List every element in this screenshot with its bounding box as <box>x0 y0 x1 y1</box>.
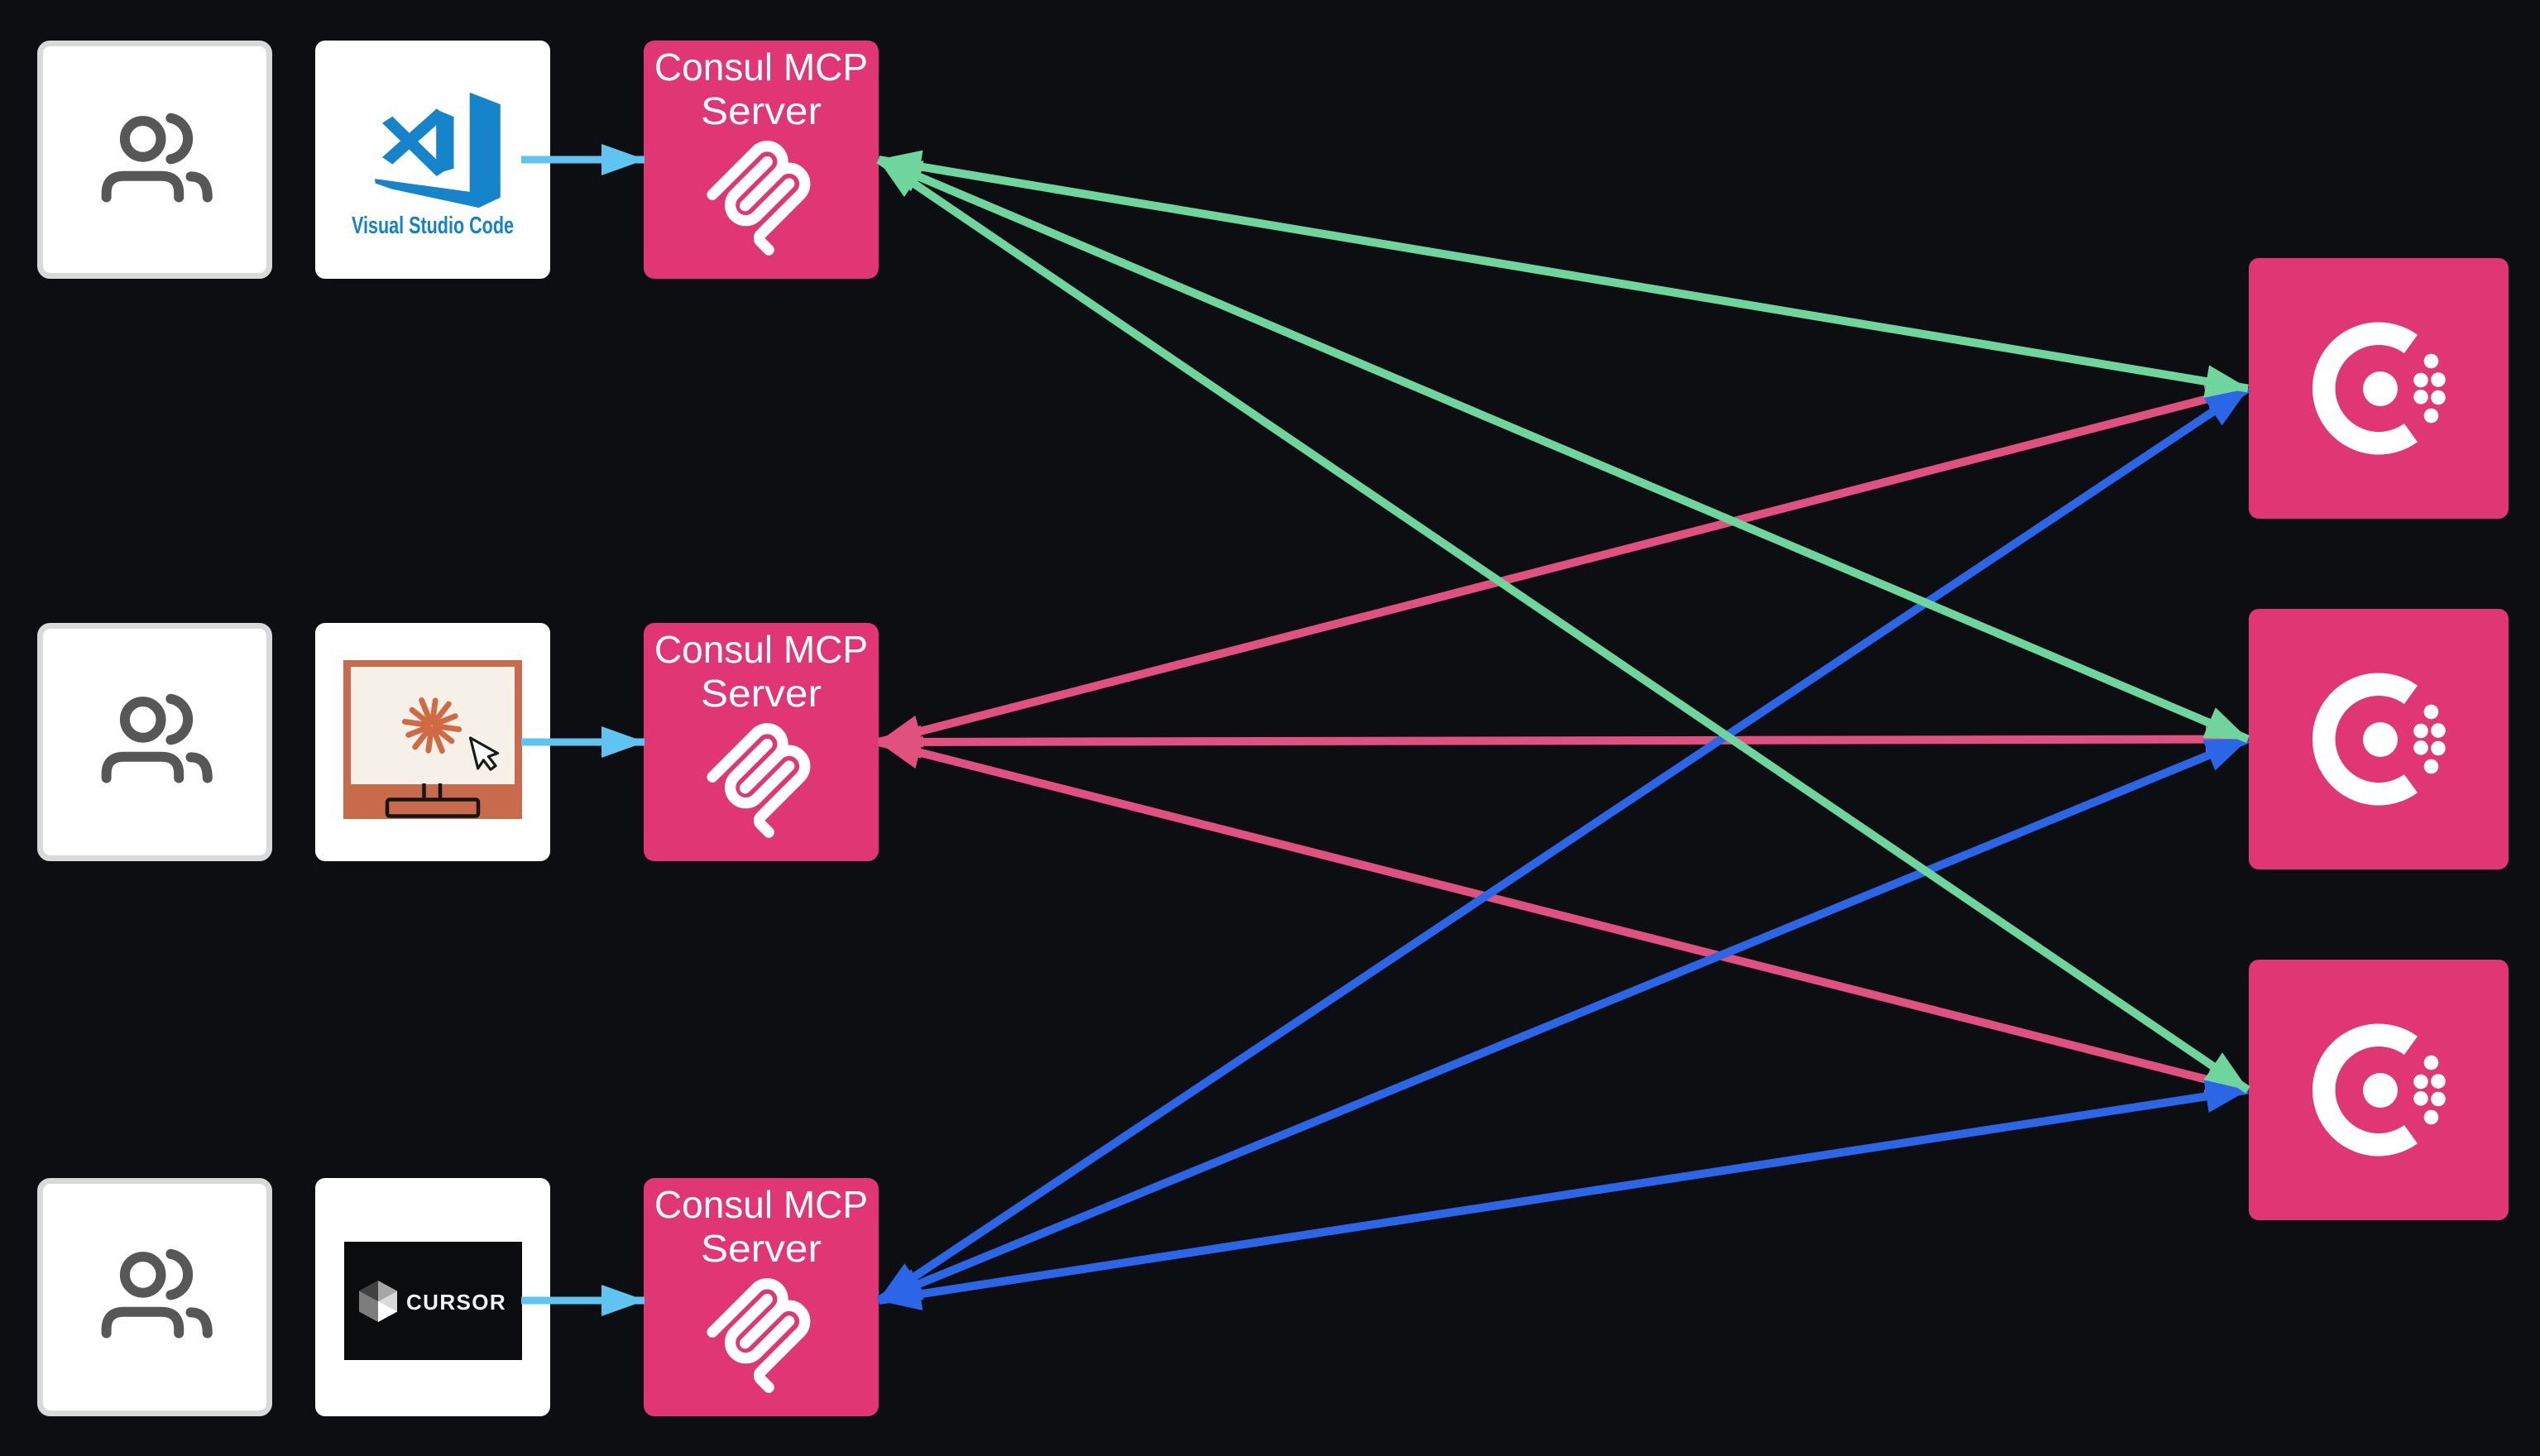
svg-text:CURSOR: CURSOR <box>406 1290 506 1315</box>
svg-text:Server: Server <box>701 1227 822 1270</box>
svg-text:Consul MCP: Consul MCP <box>654 46 868 89</box>
svg-text:Server: Server <box>701 672 822 715</box>
svg-text:Server: Server <box>701 89 822 132</box>
svg-text:Consul MCP: Consul MCP <box>654 628 868 671</box>
svg-text:Visual Studio Code: Visual Studio Code <box>352 213 514 239</box>
svg-text:Consul MCP: Consul MCP <box>654 1183 868 1226</box>
